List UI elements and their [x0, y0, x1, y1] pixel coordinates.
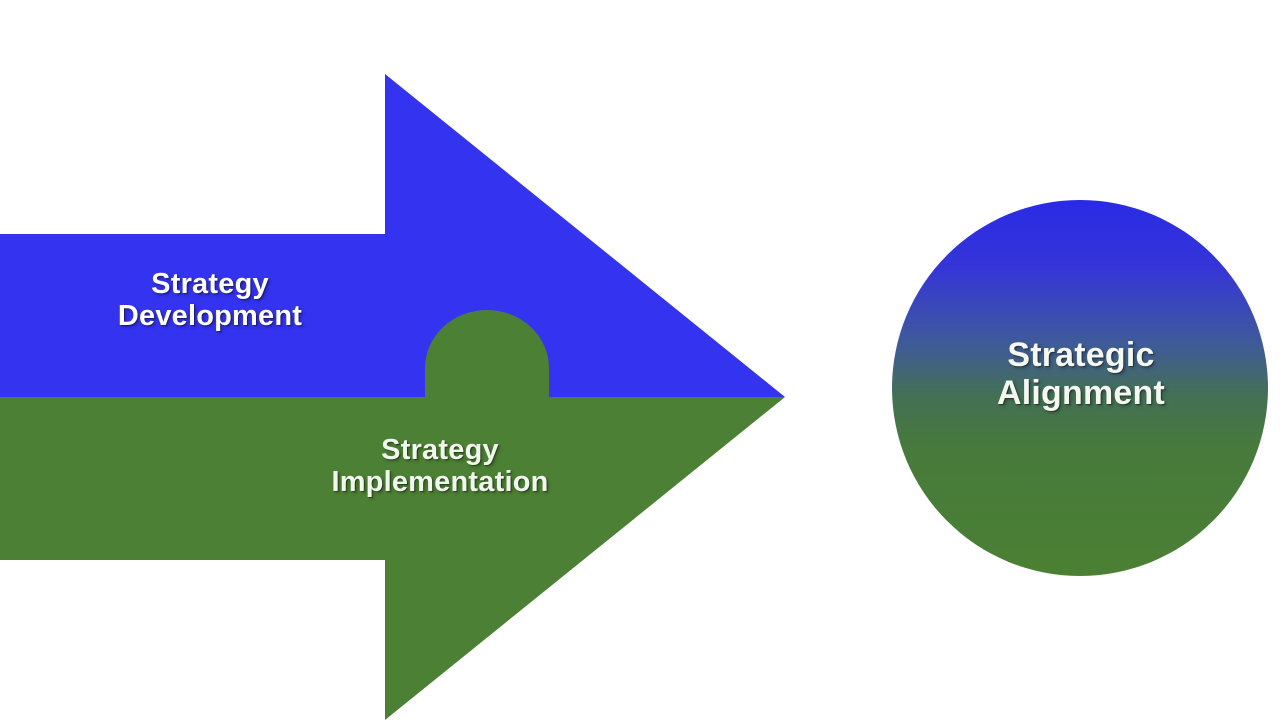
arrow-upper-shape — [0, 74, 785, 397]
arrow-lower-half — [0, 310, 785, 720]
arrow-lower-shape — [0, 397, 785, 720]
strategic-alignment-circle — [892, 200, 1268, 576]
arrow-lower-puzzle-tab — [425, 310, 549, 397]
